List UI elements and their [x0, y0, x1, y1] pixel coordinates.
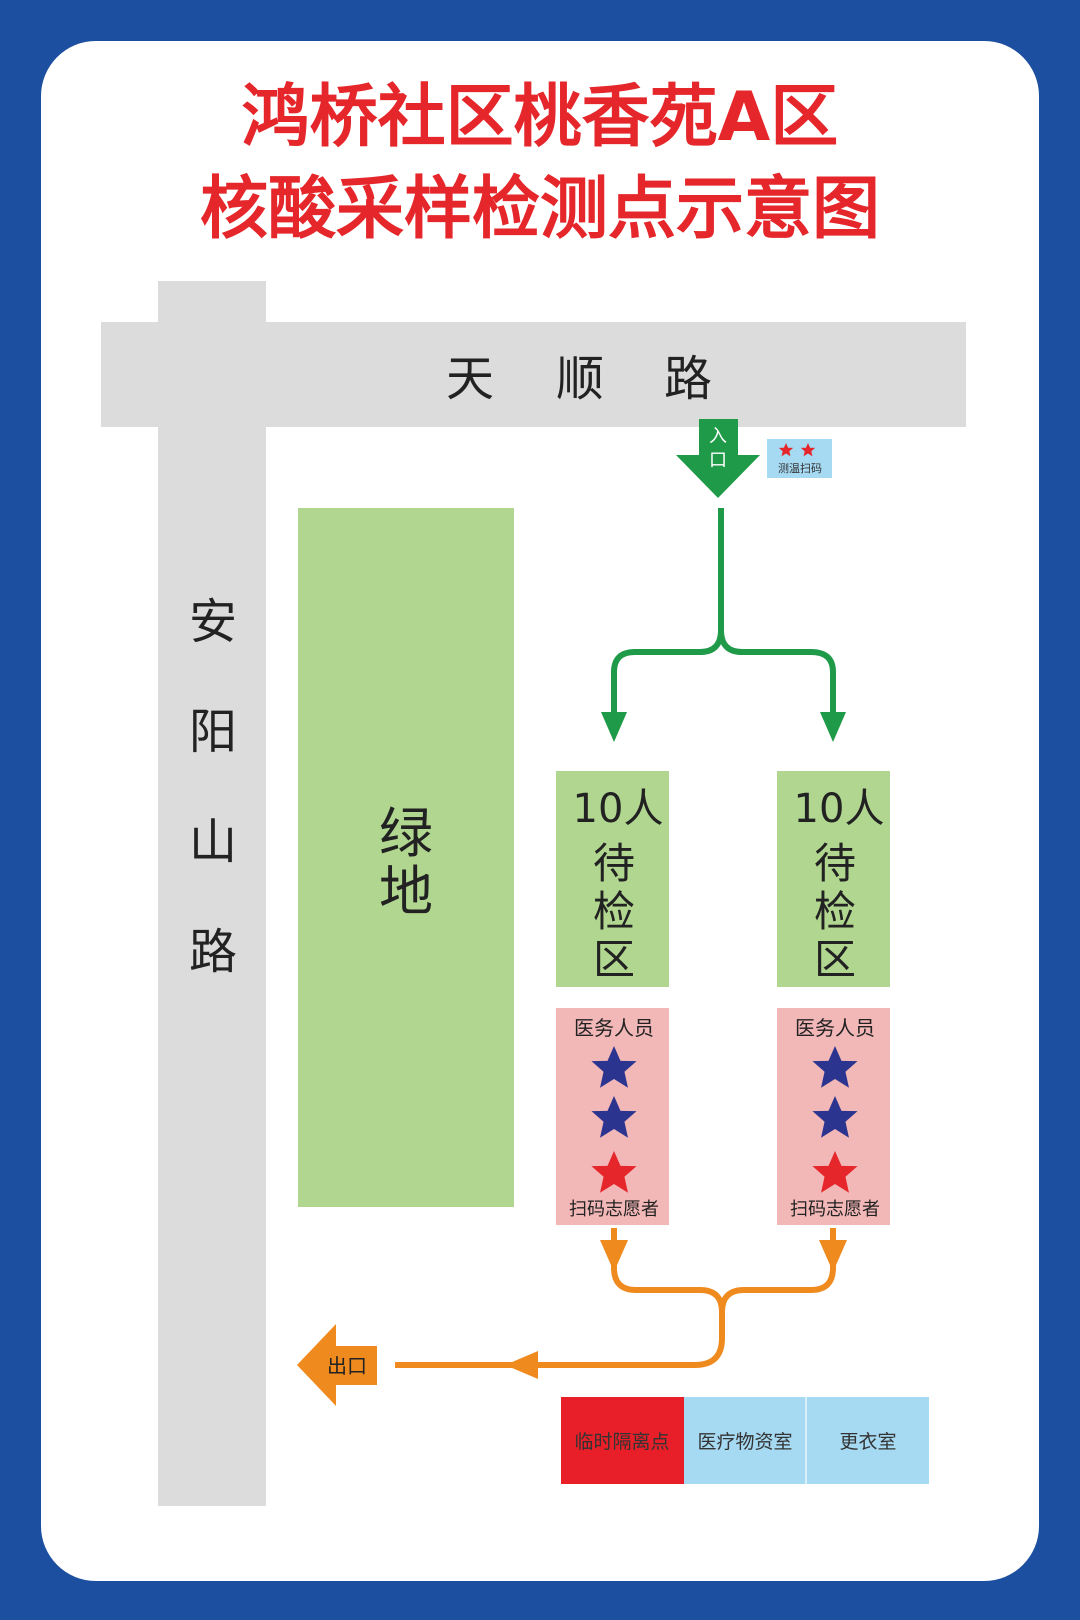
temperature-scan-badge — [767, 439, 832, 478]
medical-staff-label: 医务人员 — [574, 1016, 654, 1040]
road-char: 天 — [446, 351, 494, 407]
exit-arrow-icon — [297, 1324, 377, 1406]
exit-label: 出口 — [327, 1354, 367, 1378]
entrance-arrow-icon — [676, 419, 760, 498]
road-char: 安 — [189, 594, 237, 650]
arrow-down-icon — [820, 712, 846, 742]
waiting-zone-right: 10人 待 检 区 — [777, 771, 890, 987]
changing-room-label: 更衣室 — [839, 1431, 896, 1453]
volunteer-label: 扫码志愿者 — [569, 1199, 659, 1220]
waiting-label: 区 — [814, 935, 856, 984]
entrance-label: 口 — [709, 450, 727, 471]
road-anyangshan — [158, 281, 266, 1506]
waiting-label: 检 — [593, 887, 635, 936]
road-char: 山 — [189, 814, 237, 870]
entrance-label: 入 — [709, 426, 727, 447]
volunteer-label: 扫码志愿者 — [790, 1199, 880, 1220]
green-area-label: 地 — [379, 860, 433, 923]
waiting-count: 10人 — [573, 786, 664, 832]
road-char: 路 — [189, 924, 237, 980]
entry-flow-path — [611, 508, 836, 730]
waiting-label: 待 — [814, 839, 856, 888]
road-char: 路 — [664, 351, 712, 407]
sampling-station-right: 医务人员 扫码志愿者 — [777, 1008, 890, 1225]
title-line1: 鸿桥社区桃香苑A区 — [242, 78, 839, 157]
isolation-room-label: 临时隔离点 — [574, 1431, 669, 1453]
title-line2: 核酸采样检测点示意图 — [200, 170, 880, 249]
road-tianshun-label: 天 顺 路 — [446, 351, 712, 407]
green-area — [298, 508, 514, 1207]
temperature-scan-label: 测温扫码 — [778, 462, 822, 475]
road-char: 阳 — [189, 704, 237, 760]
waiting-zone-left: 10人 待 检 区 — [556, 771, 669, 987]
medical-staff-label: 医务人员 — [795, 1016, 875, 1040]
arrow-down-icon — [600, 1240, 628, 1272]
road-tianshun — [101, 322, 966, 427]
sampling-station-left: 医务人员 扫码志愿者 — [556, 1008, 669, 1225]
waiting-label: 区 — [593, 935, 635, 984]
waiting-label: 检 — [814, 887, 856, 936]
waiting-label: 待 — [593, 839, 635, 888]
exit-flow-path — [395, 1228, 836, 1368]
green-area-label: 绿 — [379, 802, 433, 865]
temporary-isolation-room — [561, 1397, 684, 1484]
road-anyangshan-label: 安 阳 山 路 — [189, 594, 237, 980]
arrow-left-icon — [505, 1351, 538, 1379]
arrow-down-icon — [601, 712, 627, 742]
supplies-room-label: 医疗物资室 — [697, 1431, 792, 1453]
medical-supplies-room — [684, 1397, 806, 1484]
arrow-down-icon — [819, 1240, 847, 1272]
waiting-count: 10人 — [794, 786, 885, 832]
road-char: 顺 — [556, 351, 604, 407]
changing-room — [807, 1397, 929, 1484]
